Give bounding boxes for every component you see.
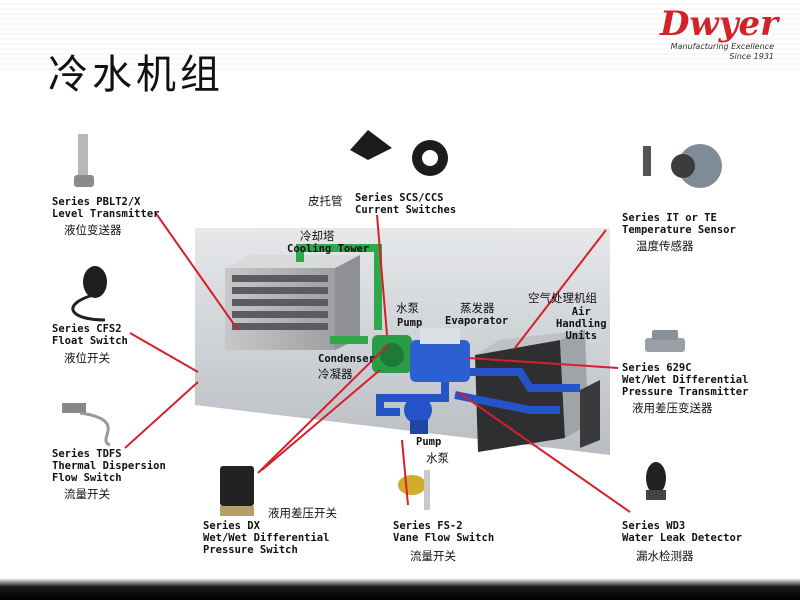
- ahu-cn: 空气处理机组: [528, 291, 597, 305]
- page-title: 冷水机组: [48, 52, 224, 98]
- evaporator-en: Evaporator: [445, 315, 509, 327]
- dx-switch-icon: [220, 466, 254, 516]
- wd3-type: Water Leak Detector: [622, 532, 743, 544]
- tdfs-label: Series TDFS Thermal Dispersion Flow Swit…: [52, 448, 166, 484]
- pblt-label: Series PBLT2/X Level Transmitter: [52, 196, 159, 220]
- tdfs-type-1: Thermal Dispersion: [52, 460, 166, 472]
- fs2-label: Series FS-2 Vane Flow Switch: [393, 520, 494, 544]
- pblt-type: Level Transmitter: [52, 208, 160, 220]
- tdfs-type-2: Flow Switch: [52, 472, 122, 484]
- leader-lines: [124, 211, 631, 513]
- pump-bottom-en: Pump: [416, 436, 442, 448]
- c629-type-2: Pressure Transmitter: [622, 386, 749, 398]
- ahu-en: Air Handling Units: [556, 306, 607, 342]
- logo-tagline: Manufacturing Excellence: [670, 42, 774, 51]
- wd3-detector-icon: [646, 462, 666, 500]
- condenser-en: Condenser: [318, 353, 375, 365]
- scs-type: Current Switches: [355, 204, 457, 216]
- chilled-water-pipes: [376, 368, 580, 416]
- pump-top-cn: 水泵: [396, 301, 419, 315]
- fs2-cn: 流量开关: [410, 549, 456, 563]
- ite-sensor-icon: [643, 144, 722, 188]
- evaporator-illustration: [410, 328, 470, 382]
- ahu-en-1: Air: [571, 306, 591, 318]
- cfs2-type: Float Switch: [52, 335, 128, 347]
- tdfs-cn: 流量开关: [64, 487, 110, 501]
- pump-top-en: Pump: [397, 317, 423, 329]
- logo-brand: Dwyer: [659, 4, 778, 44]
- pump-illustration: [404, 396, 432, 434]
- fs2-vane-icon: [398, 470, 430, 510]
- evaporator-cn: 蒸发器: [460, 301, 495, 315]
- ite-label: Series IT or TE Temperature Sensor: [622, 212, 736, 236]
- pump-bottom-cn: 水泵: [426, 451, 449, 465]
- dx-type-2: Pressure Switch: [203, 544, 298, 556]
- cfs2-cn: 液位开关: [64, 351, 110, 365]
- wd3-series: Series WD3: [622, 520, 686, 532]
- wd3-cn: 漏水检测器: [636, 549, 694, 563]
- scs-series: Series SCS/CCS: [355, 192, 444, 204]
- cooling-tower-en: Cooling Tower: [287, 243, 370, 255]
- fs2-series: Series FS-2: [393, 520, 463, 532]
- logo-since: Since 1931: [729, 52, 774, 61]
- dx-series: Series DX: [203, 520, 260, 532]
- ite-type: Temperature Sensor: [622, 224, 736, 236]
- condenser-illustration: [372, 335, 412, 373]
- tdfs-series: Series TDFS: [52, 448, 122, 460]
- dx-type-1: Wet/Wet Differential: [203, 532, 330, 544]
- scs-label: Series SCS/CCS Current Switches: [355, 192, 456, 216]
- pblt-series: Series PBLT2/X: [52, 196, 141, 208]
- c629-label: Series 629C Wet/Wet Differential Pressur…: [622, 362, 748, 398]
- c629-cn: 液用差压变送器: [632, 401, 713, 415]
- condenser-water-pipes: [296, 244, 382, 344]
- tdfs-sensor-icon: [62, 403, 111, 447]
- pblt2-device-icon: [74, 134, 94, 187]
- cooling-tower-cn: 冷却塔: [300, 229, 335, 243]
- c629-type-1: Wet/Wet Differential: [622, 374, 749, 386]
- dwyer-logo: Dwyer Manufacturing Excellence Since 193…: [608, 6, 778, 68]
- fs2-type: Vane Flow Switch: [393, 532, 495, 544]
- scs-cn: 皮托管: [308, 194, 343, 208]
- header-stripe: [0, 0, 800, 70]
- condenser-cn: 冷凝器: [318, 367, 353, 381]
- ahu-en-3: Units: [565, 330, 598, 342]
- dx-cn: 液用差压开关: [268, 506, 337, 520]
- dx-label: Series DX Wet/Wet Differential Pressure …: [203, 520, 329, 556]
- cooling-tower-illustration: [225, 255, 360, 350]
- ite-cn: 温度传感器: [636, 239, 694, 253]
- cfs2-series: Series CFS2: [52, 323, 122, 335]
- scs-current-switch-icon: [350, 130, 448, 176]
- pblt-cn: 液位变送器: [64, 223, 122, 237]
- ahu-en-2: Handling: [556, 318, 607, 330]
- cfs2-label: Series CFS2 Float Switch: [52, 323, 128, 347]
- c629-series: Series 629C: [622, 362, 692, 374]
- wd3-label: Series WD3 Water Leak Detector: [622, 520, 742, 544]
- ite-series: Series IT or TE: [622, 212, 717, 224]
- bottom-bar: [0, 578, 800, 600]
- 629c-transmitter-icon: [645, 330, 685, 352]
- cfs2-float-icon: [71, 266, 107, 322]
